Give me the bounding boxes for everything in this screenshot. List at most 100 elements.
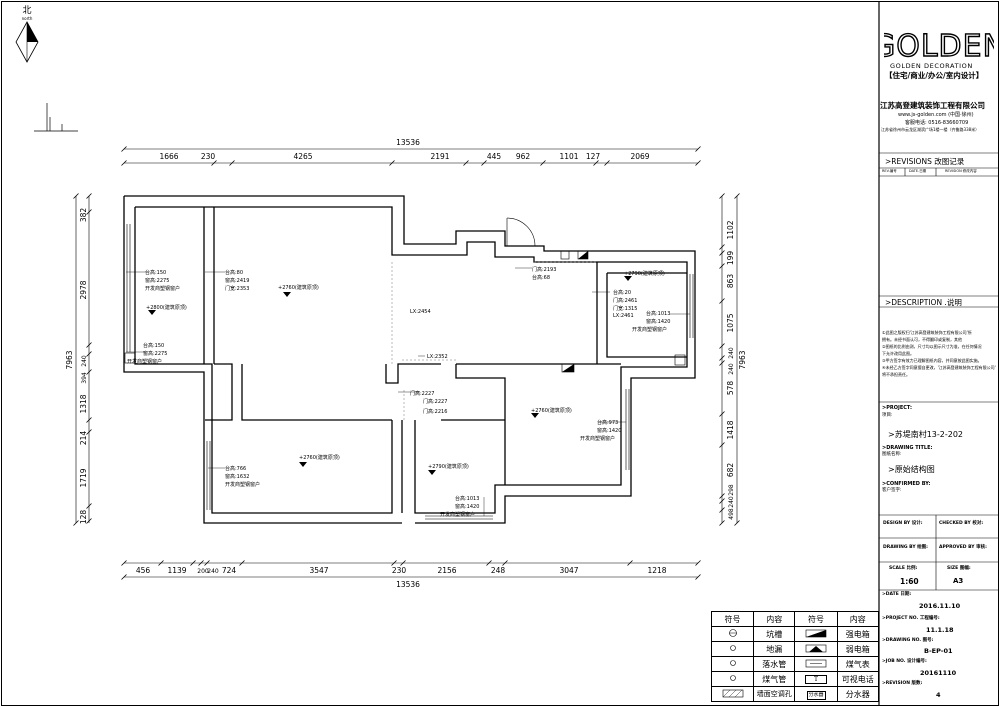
dimension-texts: 13536 1666 230 4265 2191 445 962 1101 12… xyxy=(136,138,667,589)
legend-header: 符号 xyxy=(794,611,838,627)
dimension-texts-vertical: 7963 382 2978 240 394 1318 214 1719 128 … xyxy=(65,208,747,525)
anno-sill: 台高:766 xyxy=(225,465,246,472)
north-label: 北 xyxy=(22,5,31,16)
anno-door-w: 门宽:2353 xyxy=(225,285,249,292)
desc-line: ③甲方签字有效力已理解图纸内容，并同意按此图实施。 xyxy=(882,358,982,363)
dim-top-5: 445 xyxy=(487,152,502,161)
desc-line: ②图纸的比例由测，尺寸均以图示尺寸为准，在任何情况 xyxy=(882,344,982,349)
dimension-tick xyxy=(391,560,397,566)
legend-item: 可视电话 xyxy=(836,671,880,687)
dimension-tick xyxy=(695,574,701,580)
dimension-tick xyxy=(540,160,546,166)
dimension-tick xyxy=(239,560,245,566)
drawing-no-value: B-EP-01 xyxy=(924,647,953,655)
size-value: A3 xyxy=(953,577,964,585)
dimension-tick xyxy=(719,360,725,366)
anno-ceiling: +2760(建筑原顶) xyxy=(531,407,572,414)
legend-item: 地漏 xyxy=(753,641,796,657)
dimension-tick xyxy=(486,560,492,566)
dimension-tick xyxy=(86,209,92,215)
dim-bot-6: 3547 xyxy=(309,566,328,575)
logo-text: GOLDEN xyxy=(884,31,994,61)
dimension-tick xyxy=(719,244,725,250)
rev-col-no: REV.编号 xyxy=(882,169,897,173)
dim-left-6: 214 xyxy=(79,431,88,446)
anno-sill: 台高:68 xyxy=(532,274,550,281)
anno-sill: 台高:150 xyxy=(145,269,166,276)
legend-header: 内容 xyxy=(836,611,880,627)
ac-hole-symbol-icon xyxy=(710,686,755,702)
dimension-tick xyxy=(481,160,487,166)
walls xyxy=(123,195,696,524)
dim-bot-9: 248 xyxy=(491,566,506,575)
project-no-label: >PROJECT NO. 工程编号: xyxy=(882,616,940,621)
dimension-tick xyxy=(734,520,740,526)
anno-sill: 台高:973 xyxy=(597,419,618,426)
dim-top-1: 1666 xyxy=(159,152,178,161)
dim-top-2: 230 xyxy=(201,152,216,161)
gas-meter-symbol-icon xyxy=(794,656,838,672)
dimension-tick xyxy=(719,411,725,417)
dim-bot-5: 724 xyxy=(222,566,237,575)
dimension-tick xyxy=(86,369,92,375)
dim-bot-3: 200 xyxy=(197,568,209,575)
symbol-legend: 符号 内容 符号 内容 坑槽 强电箱 地漏 弱电箱 落水管 煤气表 煤气管 T … xyxy=(710,611,880,702)
dim-top-6: 962 xyxy=(516,152,531,161)
dim-bot-7: 230 xyxy=(392,566,407,575)
section-mark xyxy=(34,103,78,132)
dim-top-4: 2191 xyxy=(430,152,449,161)
anno-window-type: 开发商塑钢窗户 xyxy=(440,511,475,518)
logo-subtitle: GOLDEN DECORATION xyxy=(890,62,973,70)
dim-top-total: 13536 xyxy=(396,138,420,147)
dim-left-4: 394 xyxy=(81,372,88,384)
drawing-by-label: DRAWING BY 绘图: xyxy=(883,545,928,550)
desc-line: 拥有。未经书面认可，不得翻印或复制，其他 xyxy=(882,337,962,342)
dimension-tick xyxy=(627,560,633,566)
dimension-tick xyxy=(198,560,204,566)
downpipe-symbol-icon xyxy=(710,656,755,672)
dimension-tick xyxy=(719,442,725,448)
confirmed-sublabel: 客户签字: xyxy=(882,488,902,493)
anno-door-w: 门宽:1315 xyxy=(613,305,637,312)
dimension-tick xyxy=(400,560,406,566)
job-no-label: >JOB NO. 设计编号: xyxy=(882,659,927,664)
dimension-tick xyxy=(719,343,725,349)
dimension-tick xyxy=(86,503,92,509)
title-block-rules xyxy=(879,152,998,591)
date-label: >DATE 日期: xyxy=(882,592,912,597)
dim-left-7: 1719 xyxy=(79,468,88,487)
anno-window-h: 窗高:2419 xyxy=(225,277,249,284)
strong-box-symbol-icon xyxy=(794,626,838,642)
project-no-value: 11.1.18 xyxy=(926,626,954,634)
desc-line: 下允许改用此图。 xyxy=(882,351,914,356)
dim-right-2: 199 xyxy=(726,251,735,266)
dimension-ticks xyxy=(73,146,740,580)
drawing-no-label: >DRAWING NO. 图号: xyxy=(882,638,934,643)
dimension-tick xyxy=(719,355,725,361)
anno-sill: 台高:1013 xyxy=(455,495,479,502)
dim-top-7: 1101 xyxy=(559,152,578,161)
dim-right-6: 240 xyxy=(728,363,735,375)
legend-header: 符号 xyxy=(710,611,755,627)
anno-door-h: 门高:2227 xyxy=(410,390,434,397)
dimension-tick xyxy=(389,160,395,166)
dim-right-3: 863 xyxy=(726,274,735,289)
dimension-tick xyxy=(719,493,725,499)
dimension-tick xyxy=(86,429,92,435)
desc-line: ①此图之版权归'江苏高登建筑装饰工程有限公司'所 xyxy=(882,330,972,335)
dimension-tick xyxy=(121,560,127,566)
dimension-tick xyxy=(719,250,725,256)
dimension-tick xyxy=(86,518,92,524)
dimension-tick xyxy=(593,160,599,166)
dimension-tick xyxy=(86,351,92,357)
anno-sill: 台高:80 xyxy=(225,269,243,276)
ceiling-markers xyxy=(148,276,632,475)
dim-left-total: 7963 xyxy=(65,350,74,369)
dimension-tick xyxy=(73,520,79,526)
dim-right-8: 1418 xyxy=(726,420,735,439)
company-logo: GOLDEN xyxy=(871,28,1000,64)
anno-window-h: 窗高:1632 xyxy=(225,473,249,480)
dim-right-11: 240 xyxy=(728,496,735,508)
revision-value: 4 xyxy=(936,691,941,699)
annotations: 台高:150 窗高:2275 开发商塑钢窗户 台高:80 窗高:2419 门宽:… xyxy=(127,266,670,518)
